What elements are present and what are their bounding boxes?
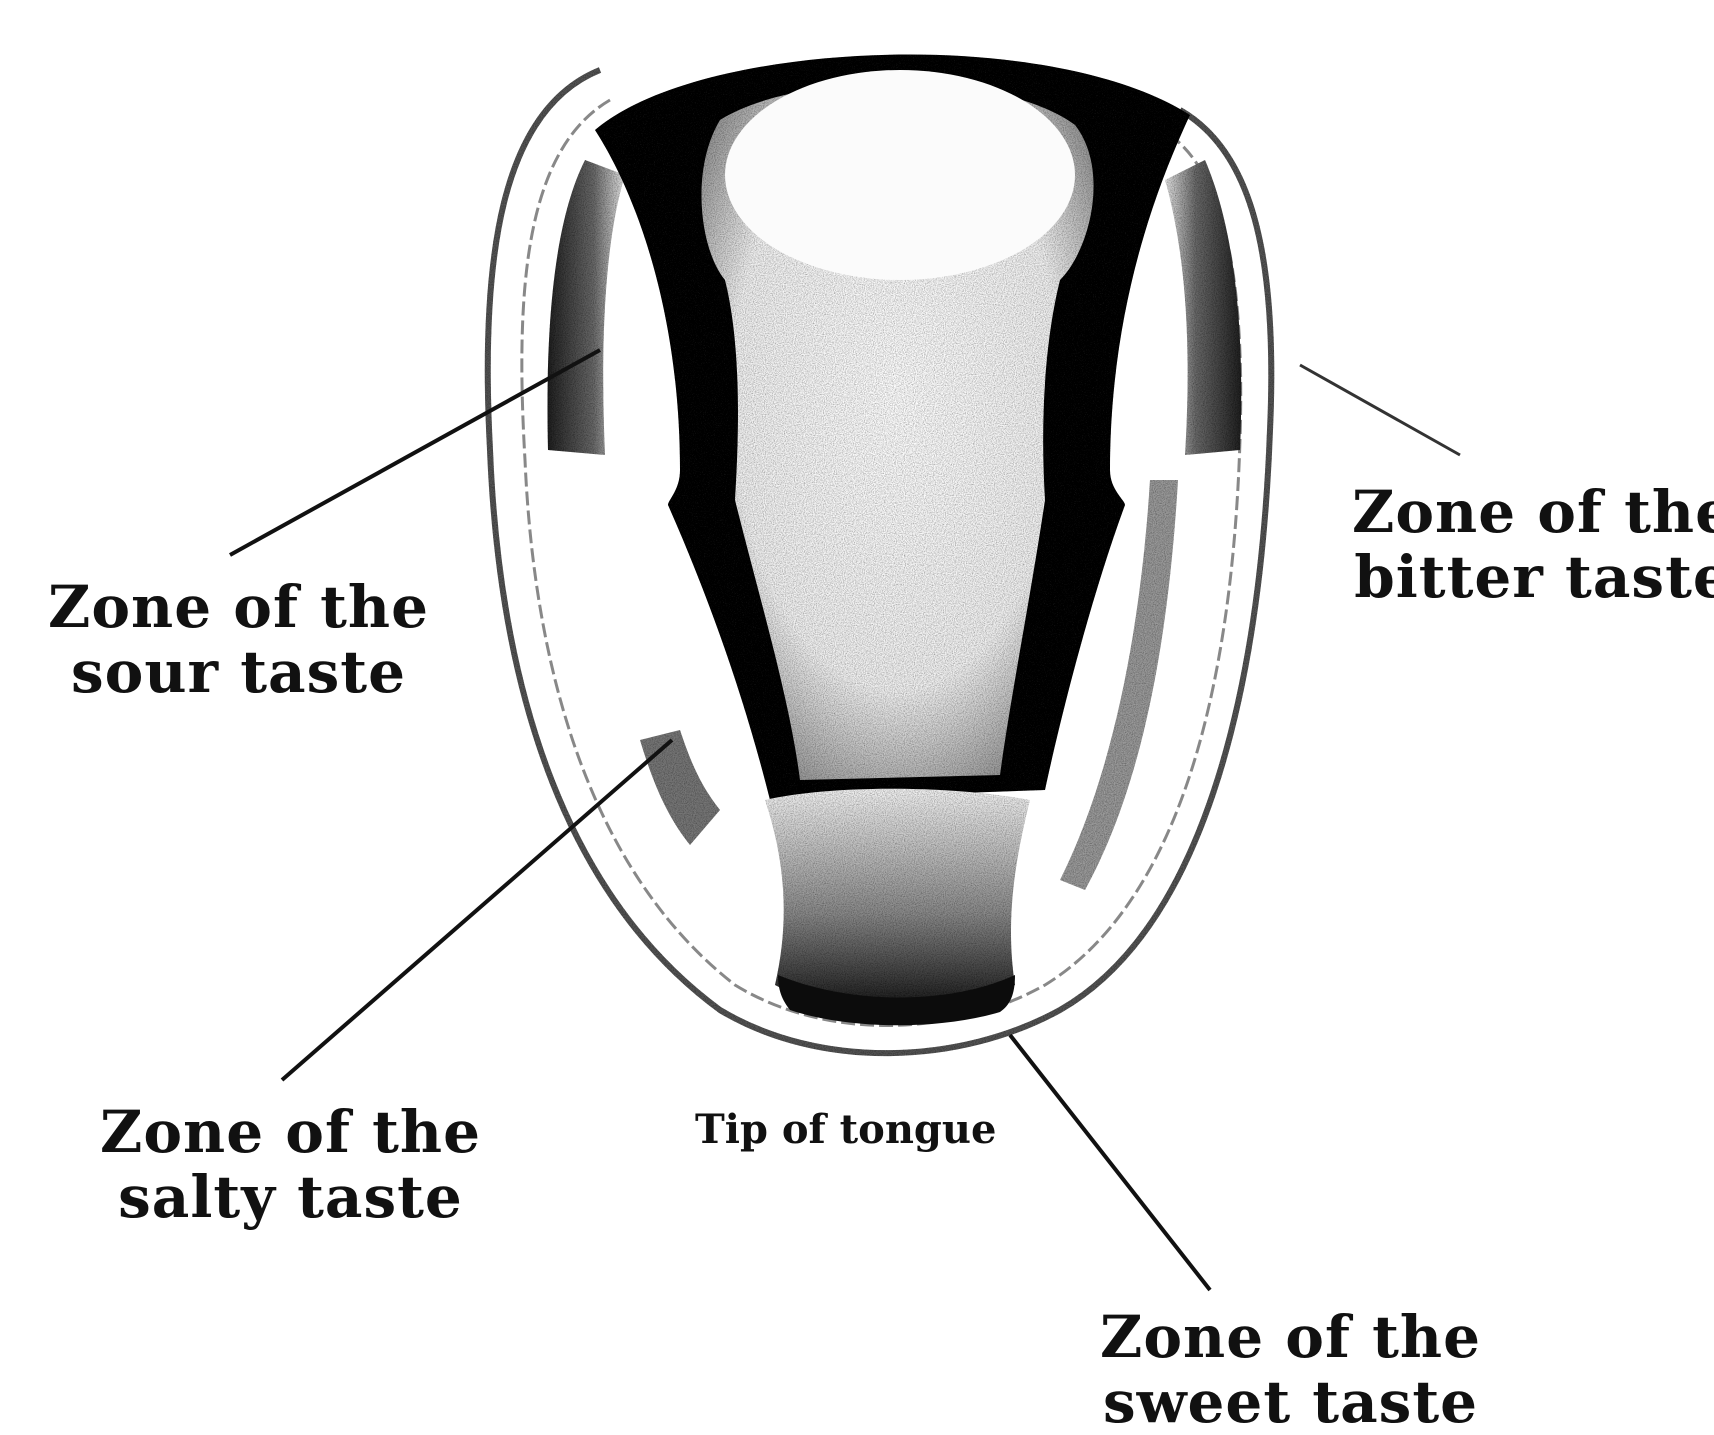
sweet-zone-label: Zone of the sweet taste (1100, 1305, 1481, 1435)
sour-zone-label-line2: sour taste (48, 640, 429, 705)
bitter-zone-label: Zone of the bitter taste (1352, 480, 1714, 610)
sweet-leader-line (1010, 1035, 1210, 1290)
sour-zone-label-line1: Zone of the (48, 575, 429, 640)
salty-zone-label: Zone of the salty taste (100, 1100, 481, 1230)
salty-zone-label-line1: Zone of the (100, 1100, 481, 1165)
salty-zone-band (640, 730, 720, 845)
bitter-zone-band-right (1165, 160, 1241, 455)
bitter-zone-label-line2: bitter taste (1352, 545, 1714, 610)
tip-of-tongue-label: Tip of tongue (695, 1108, 996, 1153)
tongue-tip-region (765, 789, 1030, 1015)
tongue-upper-lobe (725, 70, 1075, 280)
salty-leader-line (282, 740, 672, 1080)
sour-zone-label: Zone of the sour taste (48, 575, 429, 705)
sweet-zone-label-line1: Zone of the (1100, 1305, 1481, 1370)
bitter-leader-line (1300, 365, 1460, 455)
sweet-zone-label-line2: sweet taste (1100, 1370, 1481, 1435)
salty-zone-label-line2: salty taste (100, 1165, 481, 1230)
sour-zone-band (547, 160, 625, 455)
sour-leader-line (230, 350, 600, 555)
bitter-zone-label-line1: Zone of the (1352, 480, 1714, 545)
